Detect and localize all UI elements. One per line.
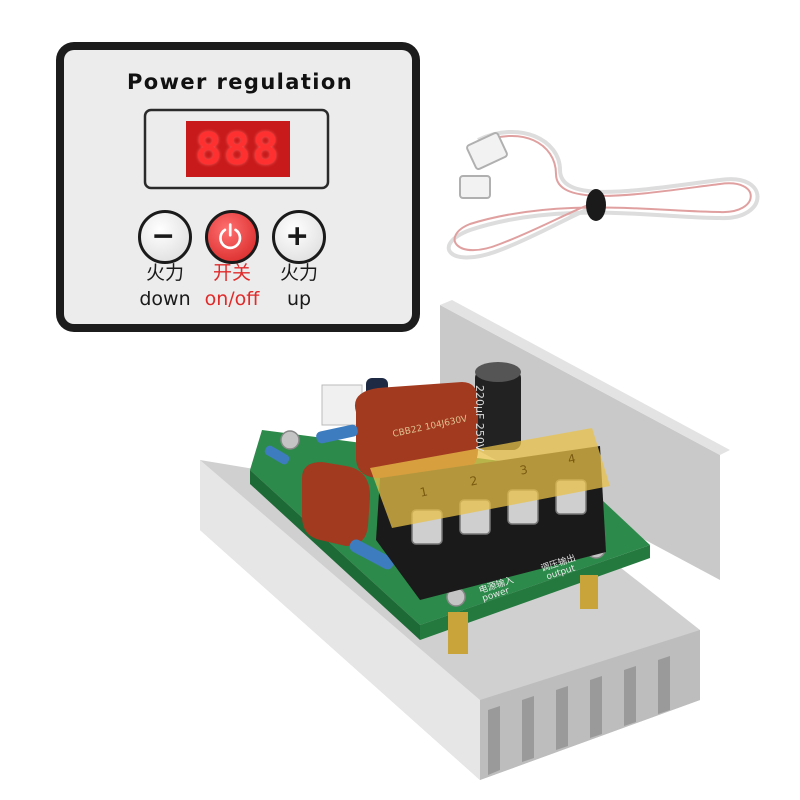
onoff-label: on/off [204,288,260,310]
panel-title: Power regulation [126,70,354,94]
down-label-cn: 火力 [145,262,184,284]
capacitor-marking: 220μF 250V [473,385,486,452]
power-icon [208,213,256,261]
plus-icon [275,213,323,261]
power-down-button[interactable] [138,210,192,264]
power-up-button[interactable] [272,210,326,264]
up-label: up [286,288,312,310]
pcb-components [264,362,610,600]
up-label-cn: 火力 [279,262,318,284]
onoff-label-cn: 开关 [212,262,251,284]
minus-icon [141,213,189,261]
connector-cable [446,130,760,260]
down-label: down [139,288,191,310]
seven-segment-display: 888 [186,121,290,177]
power-toggle-button[interactable] [205,210,259,264]
